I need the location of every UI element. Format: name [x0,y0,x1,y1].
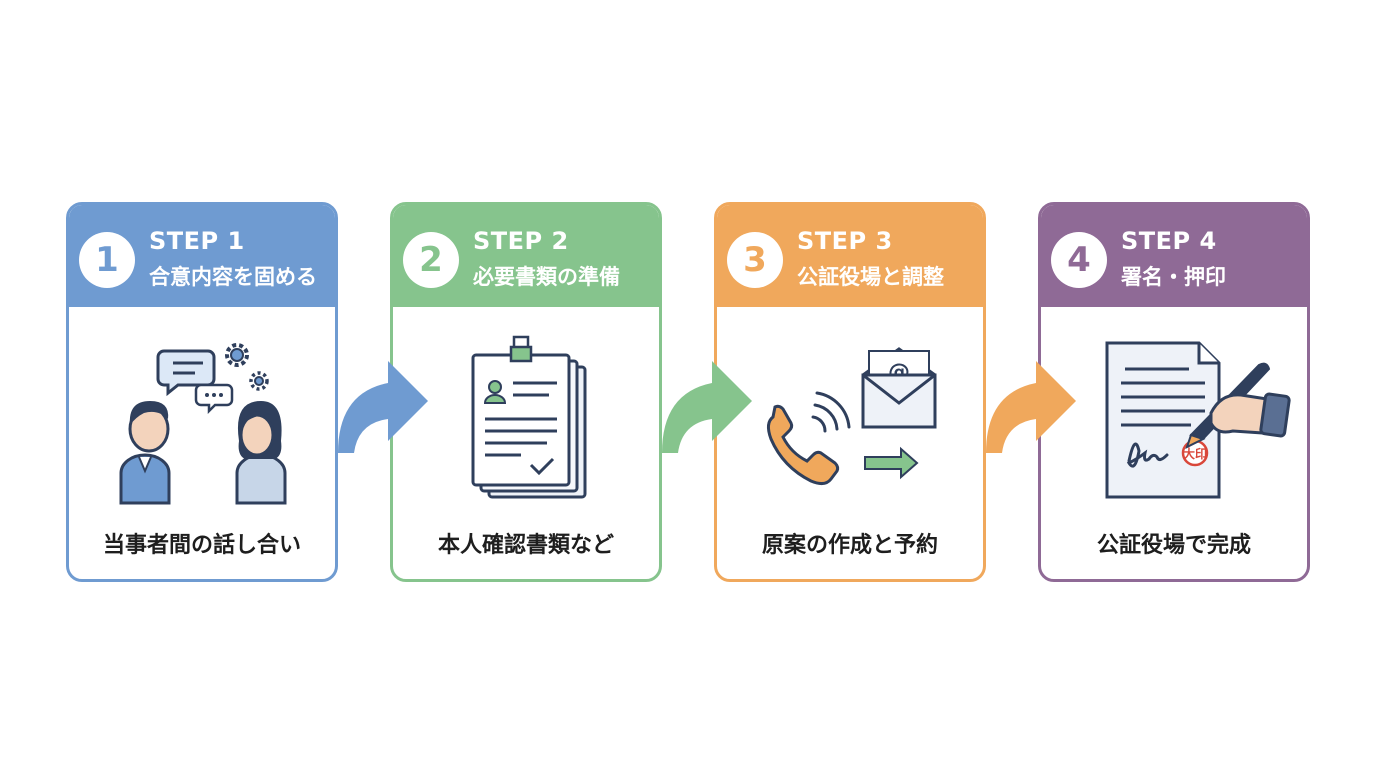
id-photo-icon [483,380,507,404]
speech-bubble-icon [156,349,216,397]
step-2-header: 2 STEP 2 必要書類の準備 [393,205,659,307]
step-1-header: 1 STEP 1 合意内容を固める [69,205,335,307]
man-figure-icon [119,401,171,505]
flow-arrow-3 [976,335,1076,455]
telephone-icon [766,404,840,486]
step-2-number-badge: 2 [403,232,459,288]
step-2-label: STEP 2 [473,227,569,255]
gear-icon [225,343,269,391]
step-3-header: 3 STEP 3 公証役場と調整 [717,205,983,307]
step-3-caption: 原案の作成と予約 [761,533,938,558]
step-4-title: 署名・押印 [1121,265,1226,289]
step-4-caption: 公証役場で完成 [1096,533,1251,558]
phone-email-illustration: @ [717,321,983,511]
step-4-label: STEP 4 [1121,227,1217,255]
step-2-card: 2 STEP 2 必要書類の準備 [390,202,662,582]
step-3-card: 3 STEP 3 公証役場と調整 @ 原案の作成と予 [714,202,986,582]
step-3-title: 公証役場と調整 [797,265,944,289]
curved-arrow-icon [338,361,428,453]
step-4-number-badge: 4 [1051,232,1107,288]
hand-icon [1209,392,1291,438]
send-arrow-icon [864,446,919,480]
curved-arrow-icon [986,361,1076,453]
step-4-card: 4 STEP 4 署名・押印 大印 [1038,202,1310,582]
signal-waves-icon [811,391,851,433]
step-1-title: 合意内容を固める [149,265,317,289]
svg-text:大印: 大印 [1183,446,1207,461]
step-3-number-badge: 3 [727,232,783,288]
document-stack-icon [471,353,587,499]
curved-arrow-icon [662,361,752,453]
flow-arrow-1 [328,335,428,455]
conversation-illustration [69,321,335,511]
step-1-number-badge: 1 [79,232,135,288]
step-1-caption: 当事者間の話し合い [102,533,301,558]
ellipsis-bubble-icon [194,383,234,415]
contract-document-icon [1105,341,1221,499]
step-1-card: 1 STEP 1 合意内容を固める [66,202,338,582]
step-2-caption: 本人確認書類など [437,533,614,558]
step-4-header: 4 STEP 4 署名・押印 [1041,205,1307,307]
seal-stamp-icon: 大印 [1181,439,1209,467]
checkmark-icon [529,457,555,476]
step-2-title: 必要書類の準備 [473,265,620,289]
signature-icon [1126,442,1169,468]
binder-clip-icon [509,335,533,363]
documents-illustration [393,321,659,511]
woman-figure-icon [235,401,287,505]
step-3-label: STEP 3 [797,227,893,255]
email-envelope-icon: @ [861,347,937,429]
flow-arrow-2 [652,335,752,455]
signing-illustration: 大印 [1041,321,1307,511]
step-1-label: STEP 1 [149,227,245,255]
